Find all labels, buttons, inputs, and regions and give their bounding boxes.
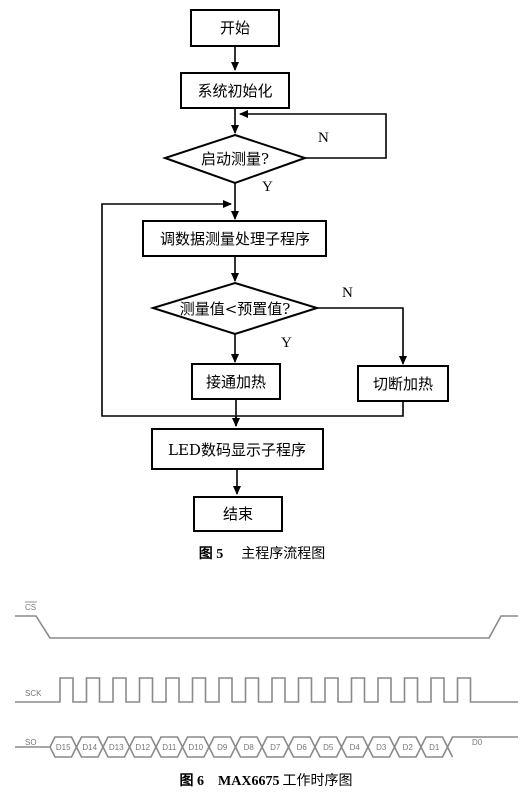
- line-heat-off-merge: [236, 401, 404, 417]
- so-bit-label: D10: [188, 743, 203, 752]
- so-bit-label: D13: [109, 743, 124, 752]
- label-y-decision2: Y: [281, 335, 292, 351]
- loop-n-decision1: [239, 110, 387, 159]
- signal-cs-label: CS: [25, 603, 36, 612]
- so-segment: [446, 736, 518, 748]
- so-bit-label: D3: [376, 743, 387, 752]
- call-measure-label: 调数据测量处理子程序: [160, 230, 310, 248]
- so-bit-label: D5: [323, 743, 334, 752]
- signal-sck-wave: [15, 677, 518, 703]
- so-bit-label: D4: [350, 743, 361, 752]
- label-n-decision2: N: [342, 285, 353, 301]
- figure5-caption: 图 5 主程序流程图: [199, 546, 326, 562]
- so-bit-label: D9: [217, 743, 228, 752]
- signal-so-wave: D15 D14 D13 D12 D11 D10 D9 D8 D7 D6 D5 D4 D3 D2 D1 D0: [15, 736, 518, 758]
- end-box: [193, 496, 283, 532]
- figure5-title: 主程序流程图: [241, 546, 325, 562]
- figure5-number: 图 5: [199, 546, 224, 562]
- start-label: 开始: [220, 19, 250, 37]
- heat-off-label: 切断加热: [373, 375, 433, 393]
- so-bit-label: D11: [162, 743, 177, 752]
- decision-start-label: 启动测量?: [201, 150, 269, 168]
- flowchart: 开始 系统初始化 N 启动测量? Y 调数据测量处理子程序 测量值<预置值? N…: [101, 9, 449, 562]
- so-bit-label: D15: [56, 743, 71, 752]
- arrow-decision2-off: [317, 307, 407, 365]
- display-label: LED数码显示子程序: [168, 441, 306, 459]
- signal-so-label: SO: [25, 738, 37, 747]
- so-bit-label: D7: [270, 743, 281, 752]
- so-bit-label: D8: [244, 743, 255, 752]
- so-bit-label-last: D0: [472, 738, 483, 747]
- so-bit-label: D2: [403, 743, 414, 752]
- signal-sck-label: SCK: [25, 689, 42, 698]
- timing-diagram: CS SCK SO D15 D14 D13 D12 D11 D10 D9 D8 D7 D6 D5 D4…: [15, 601, 518, 789]
- heat-on-box: [191, 363, 281, 400]
- init-label: 系统初始化: [197, 82, 272, 100]
- figure6-title: 工作时序图: [282, 773, 352, 789]
- decision-compare-label: 测量值<预置值?: [180, 300, 291, 318]
- so-bit-label: D1: [429, 743, 440, 752]
- heat-on-label: 接通加热: [206, 373, 266, 391]
- init-box: [180, 72, 290, 109]
- signal-cs-wave: [15, 615, 518, 639]
- so-bit-label: D12: [135, 743, 150, 752]
- end-label: 结束: [223, 505, 253, 523]
- label-n-decision1: N: [318, 130, 329, 146]
- call-measure-box: [142, 220, 327, 257]
- so-bit-label: D6: [297, 743, 308, 752]
- so-segment: [446, 746, 454, 758]
- loop-return-left: [101, 200, 235, 417]
- heat-off-box: [357, 365, 449, 402]
- figure6-number: 图 6: [180, 773, 205, 789]
- so-bit-label: D14: [82, 743, 97, 752]
- figure6-chip: MAX6675: [218, 774, 279, 789]
- label-y-decision1: Y: [262, 179, 273, 195]
